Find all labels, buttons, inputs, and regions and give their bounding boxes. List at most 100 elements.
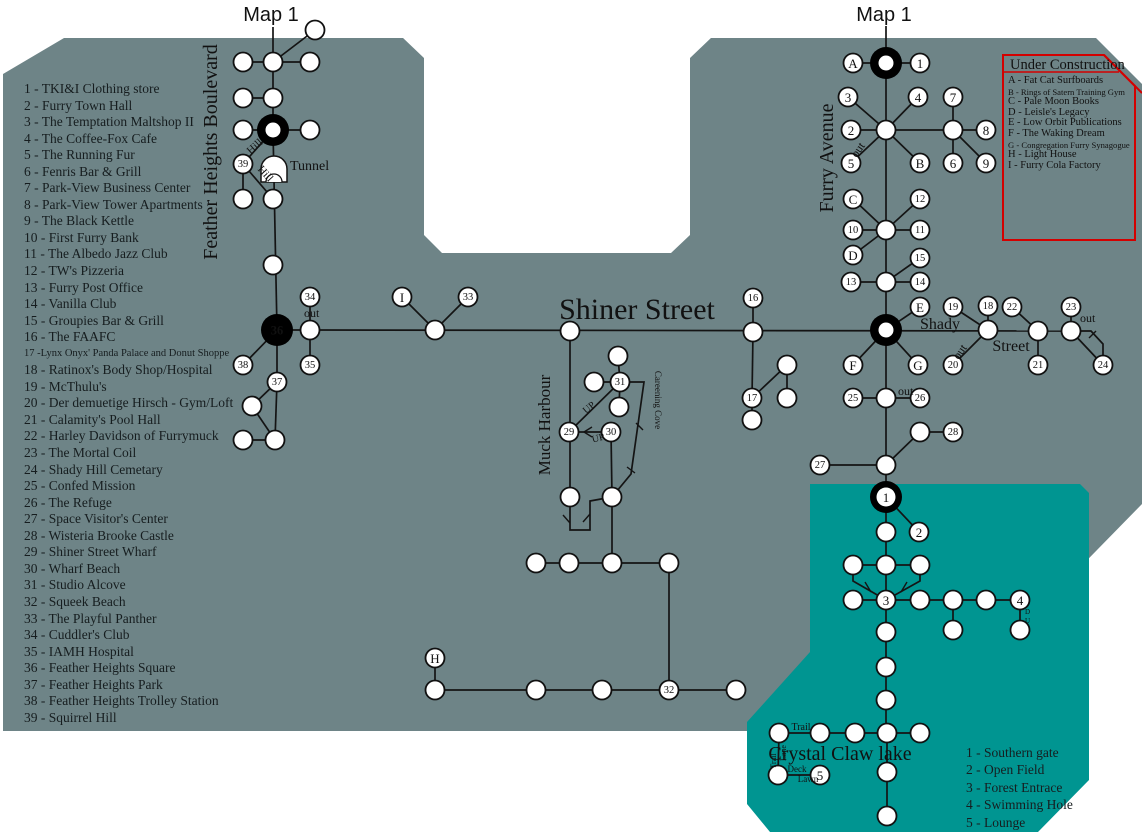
map-room-node[interactable] [942,119,964,141]
map-room-node[interactable] [908,521,930,543]
map-room-node[interactable] [232,153,254,175]
map-room-node[interactable] [658,679,680,701]
map-room-node[interactable] [424,647,446,669]
map-room-node[interactable] [1009,589,1031,611]
map-hub-node[interactable] [261,314,293,346]
map-room-node[interactable] [591,679,613,701]
map-room-node[interactable] [909,554,931,576]
map-room-node[interactable] [232,51,254,73]
map-room-node[interactable] [299,319,321,341]
map-room-node[interactable] [909,589,931,611]
map-room-node[interactable] [262,254,284,276]
map-room-node[interactable] [842,387,864,409]
map-room-node[interactable] [658,552,680,574]
map-room-node[interactable] [842,188,864,210]
map-room-node[interactable] [844,722,866,744]
map-room-node[interactable] [232,87,254,109]
map-room-node[interactable] [601,552,623,574]
map-room-node[interactable] [741,387,763,409]
map-room-node[interactable] [266,371,288,393]
map-room-node[interactable] [299,119,321,141]
map-room-node[interactable] [942,619,964,641]
map-room-node[interactable] [391,286,413,308]
map-room-node[interactable] [232,429,254,451]
map-room-node[interactable] [262,87,284,109]
map-room-node[interactable] [875,387,897,409]
map-room-node[interactable] [559,486,581,508]
map-room-node[interactable] [875,589,897,611]
map-room-node[interactable] [262,51,284,73]
map-room-node[interactable] [424,319,446,341]
map-room-node[interactable] [842,354,864,376]
map-room-node[interactable] [977,319,999,341]
map-room-node[interactable] [241,395,263,417]
map-room-node[interactable] [942,421,964,443]
map-room-node[interactable] [977,295,999,317]
map-room-node[interactable] [942,296,964,318]
map-room-node[interactable] [942,152,964,174]
map-room-node[interactable] [942,354,964,376]
map-room-node[interactable] [601,486,623,508]
map-room-node[interactable] [909,188,931,210]
map-room-node[interactable] [1060,320,1082,342]
map-room-node[interactable] [840,271,862,293]
map-room-node[interactable] [875,656,897,678]
map-room-node[interactable] [842,554,864,576]
map-room-node[interactable] [909,387,931,409]
map-room-node[interactable] [232,188,254,210]
map-room-node[interactable] [875,521,897,543]
map-room-node[interactable] [583,371,605,393]
map-room-node[interactable] [558,552,580,574]
map-room-node[interactable] [909,219,931,241]
map-room-node[interactable] [907,354,929,376]
map-room-node[interactable] [232,119,254,141]
map-room-node[interactable] [876,761,898,783]
map-room-node[interactable] [1027,320,1049,342]
map-room-node[interactable] [840,119,862,141]
map-room-node[interactable] [232,354,254,376]
map-room-node[interactable] [609,371,631,393]
map-room-node[interactable] [809,722,831,744]
map-room-node[interactable] [299,286,321,308]
map-room-node[interactable] [842,244,864,266]
map-room-node[interactable] [264,429,286,451]
map-room-node[interactable] [304,19,326,41]
map-room-node[interactable] [600,421,622,443]
map-room-node[interactable] [909,247,931,269]
map-room-node[interactable] [876,722,898,744]
map-room-node[interactable] [725,679,747,701]
map-room-node[interactable] [809,764,831,786]
map-room-node[interactable] [907,86,929,108]
map-room-node[interactable] [809,454,831,476]
map-room-node[interactable] [262,188,284,210]
map-room-node[interactable] [559,320,581,342]
map-room-node[interactable] [840,152,862,174]
map-room-node[interactable] [975,589,997,611]
map-room-node[interactable] [608,396,630,418]
map-room-node[interactable] [942,86,964,108]
map-room-node[interactable] [525,552,547,574]
map-room-node[interactable] [525,679,547,701]
map-room-node[interactable] [842,589,864,611]
map-room-node[interactable] [875,119,897,141]
map-room-node[interactable] [299,51,321,73]
map-room-node[interactable] [1009,619,1031,641]
map-room-node[interactable] [742,321,764,343]
map-room-node[interactable] [909,722,931,744]
map-room-node[interactable] [776,354,798,376]
map-room-node[interactable] [909,52,931,74]
map-room-node[interactable] [1001,296,1023,318]
map-room-node[interactable] [909,271,931,293]
map-room-node[interactable] [975,119,997,141]
map-room-node[interactable] [909,421,931,443]
map-room-node[interactable] [842,219,864,241]
map-room-node[interactable] [875,554,897,576]
map-room-node[interactable] [875,271,897,293]
map-room-node[interactable] [842,52,864,74]
map-room-node[interactable] [768,722,790,744]
map-room-node[interactable] [767,764,789,786]
map-room-node[interactable] [558,421,580,443]
map-room-node[interactable] [299,354,321,376]
map-room-node[interactable] [607,345,629,367]
map-room-node[interactable] [909,296,931,318]
